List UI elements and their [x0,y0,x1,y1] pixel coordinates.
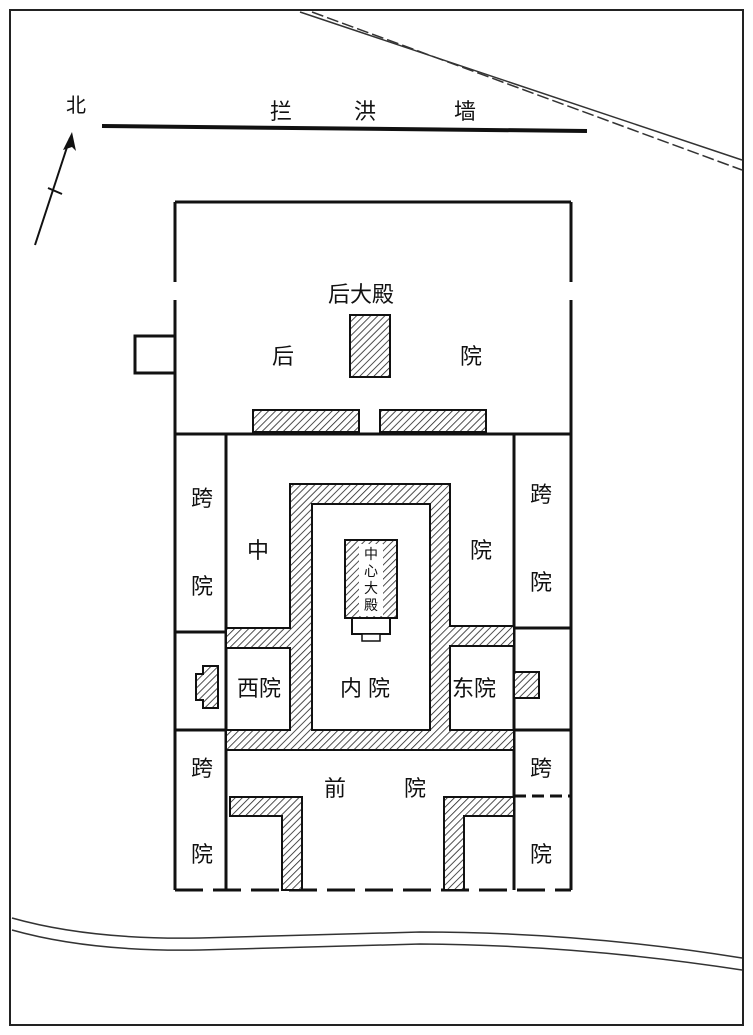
east-pavilion [513,671,540,699]
central-hall-char-4: 殿 [364,598,378,614]
west-annex [133,334,175,375]
central-hall-char-2: 心 [364,564,378,580]
north-arrow [34,132,76,246]
central-hall-char-3: 大 [364,581,378,597]
east-upper-side-court-char-2: 院 [530,571,552,596]
central-hall-label-bg [359,544,383,616]
rear-court-right-char: 院 [460,345,482,370]
flood-wall-char-3: 墙 [454,100,476,125]
central-hall-step [361,633,381,642]
east-lower-side-court-char-2: 院 [530,843,552,868]
west-lower-side-court-char-2: 院 [191,843,213,868]
flood-wall-char-1: 拦 [270,100,292,125]
flood-wall [101,124,588,133]
road-bottom [11,917,743,971]
inner-court-wall [225,483,515,751]
central-hall-char-1: 中 [364,547,378,563]
outer-walls [173,200,573,892]
flood-wall-char-2: 洪 [354,100,376,125]
west-upper-side-court-char-2: 院 [191,575,213,600]
gate-building-east [379,409,487,433]
front-gate-wall-east [443,796,515,891]
west-lower-side-court-char-1: 跨 [191,757,213,782]
east-court-label: 东院 [452,677,496,702]
central-hall-platform [351,617,391,635]
middle-court-left-char: 中 [247,539,269,564]
rear-court-left-char: 后 [272,345,294,370]
west-upper-side-court-char-1: 跨 [191,487,213,512]
front-court-right-char: 院 [404,777,426,802]
front-gate-wall-west [229,796,303,891]
north-label: 北 [66,93,86,117]
west-court-label: 西院 [237,677,281,702]
rear-hall [349,314,391,378]
gate-building-west [252,409,360,433]
east-lower-side-court-char-1: 跨 [530,757,552,782]
inner-court-label: 内院 [340,677,396,702]
east-upper-side-court-char-1: 跨 [530,483,552,508]
middle-court-right-char: 院 [470,539,492,564]
road-top-right [299,11,743,171]
rear-hall-label: 后大殿 [328,283,394,308]
west-pavilion [195,665,219,709]
page-frame [9,9,744,1026]
front-court-left-char: 前 [324,777,346,802]
